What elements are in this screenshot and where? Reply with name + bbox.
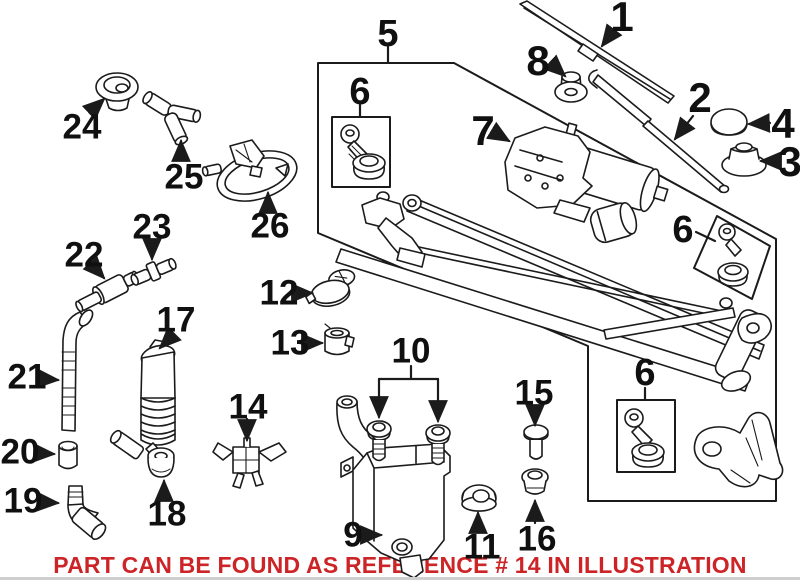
wiper-arm <box>588 69 730 194</box>
washer-nozzle <box>201 139 298 202</box>
wiper-blade <box>519 0 675 104</box>
hose-clip <box>324 323 355 356</box>
bottom-edge-artifact <box>0 577 800 580</box>
rivet-grommet <box>521 468 549 495</box>
mount-kit-b <box>693 215 771 300</box>
callout-17: 17 <box>156 300 196 340</box>
callout-20: 20 <box>0 432 40 472</box>
assembly-box-outline <box>317 62 777 502</box>
callout-26: 26 <box>250 206 290 246</box>
callout-6c: 6 <box>634 352 656 394</box>
wiper-motor <box>504 122 669 223</box>
callout-25: 25 <box>164 157 204 197</box>
reservoir-screws <box>366 420 451 466</box>
callout-18: 18 <box>147 494 187 534</box>
callout-24: 24 <box>62 107 102 147</box>
pivot-cap <box>554 71 588 103</box>
hose-sleeve <box>58 440 78 470</box>
mount-bracket <box>693 411 784 488</box>
mount-kit-a <box>331 116 391 188</box>
callout-16: 16 <box>517 519 557 559</box>
grommet-cap <box>95 72 139 112</box>
wiper-linkage <box>335 191 773 392</box>
callout-7: 7 <box>471 107 495 154</box>
push-rivet <box>523 424 549 460</box>
callout-10: 10 <box>391 331 431 371</box>
callout-15: 15 <box>514 373 554 413</box>
callout-6a: 6 <box>349 71 371 113</box>
callout-21: 21 <box>7 357 47 397</box>
callout-8: 8 <box>526 37 550 84</box>
wiper-arm-cap <box>710 108 748 136</box>
callout-6b: 6 <box>672 209 694 251</box>
y-hose-connector <box>142 91 202 146</box>
callout-22: 22 <box>64 235 104 275</box>
washer-hose <box>61 309 94 432</box>
pump-grommet <box>147 447 175 478</box>
reservoir-grommet <box>461 484 497 512</box>
mount-kit-c <box>616 399 676 473</box>
hose-bracket <box>212 437 287 489</box>
callout-13: 13 <box>270 323 310 363</box>
reservoir-cap <box>305 269 356 308</box>
hose-elbow <box>67 485 107 540</box>
check-valve <box>75 270 140 313</box>
hose-connector <box>130 257 177 286</box>
callout-19: 19 <box>3 481 43 521</box>
callout-11: 11 <box>463 527 501 567</box>
callout-5: 5 <box>377 13 399 55</box>
callout-9: 9 <box>343 515 363 555</box>
callout-12: 12 <box>259 273 299 313</box>
callout-14: 14 <box>228 387 268 427</box>
callout-23: 23 <box>132 207 172 247</box>
callout-2: 2 <box>688 74 712 121</box>
callout-3: 3 <box>778 138 800 185</box>
leader-lines <box>32 23 782 545</box>
washer-pump <box>109 339 176 460</box>
callout-4: 4 <box>771 100 795 147</box>
callout-1: 1 <box>610 0 634 40</box>
wiper-arm-nut <box>721 142 767 177</box>
